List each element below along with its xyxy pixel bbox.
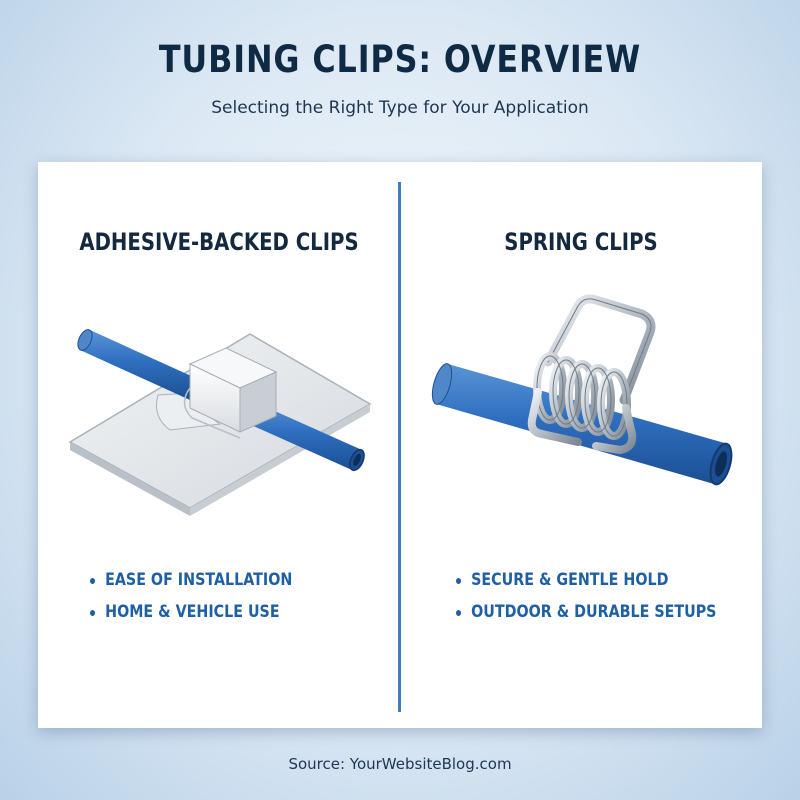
feature-item: HOME & VEHICLE USE: [90, 602, 292, 622]
comparison-card: ADHESIVE-BACKED CLIPS: [38, 162, 762, 728]
feature-item: SECURE & GENTLE HOLD: [456, 570, 716, 590]
adhesive-features-list: EASE OF INSTALLATION HOME & VEHICLE USE: [90, 570, 331, 634]
adhesive-clips-heading: ADHESIVE-BACKED CLIPS: [79, 228, 359, 256]
spring-features-list: SECURE & GENTLE HOLD OUTDOOR & DURABLE S…: [456, 570, 766, 634]
page-subtitle: Selecting the Right Type for Your Applic…: [211, 98, 589, 118]
page-title: TUBING CLIPS: OVERVIEW: [158, 38, 642, 81]
spring-clips-heading: SPRING CLIPS: [504, 228, 658, 256]
feature-item: OUTDOOR & DURABLE SETUPS: [456, 602, 716, 622]
center-divider: [398, 182, 401, 712]
feature-item: EASE OF INSTALLATION: [90, 570, 292, 590]
source-credit: Source: YourWebsiteBlog.com: [288, 755, 512, 773]
spring-clip-illustration: [428, 292, 748, 537]
adhesive-clip-illustration: [50, 292, 390, 537]
